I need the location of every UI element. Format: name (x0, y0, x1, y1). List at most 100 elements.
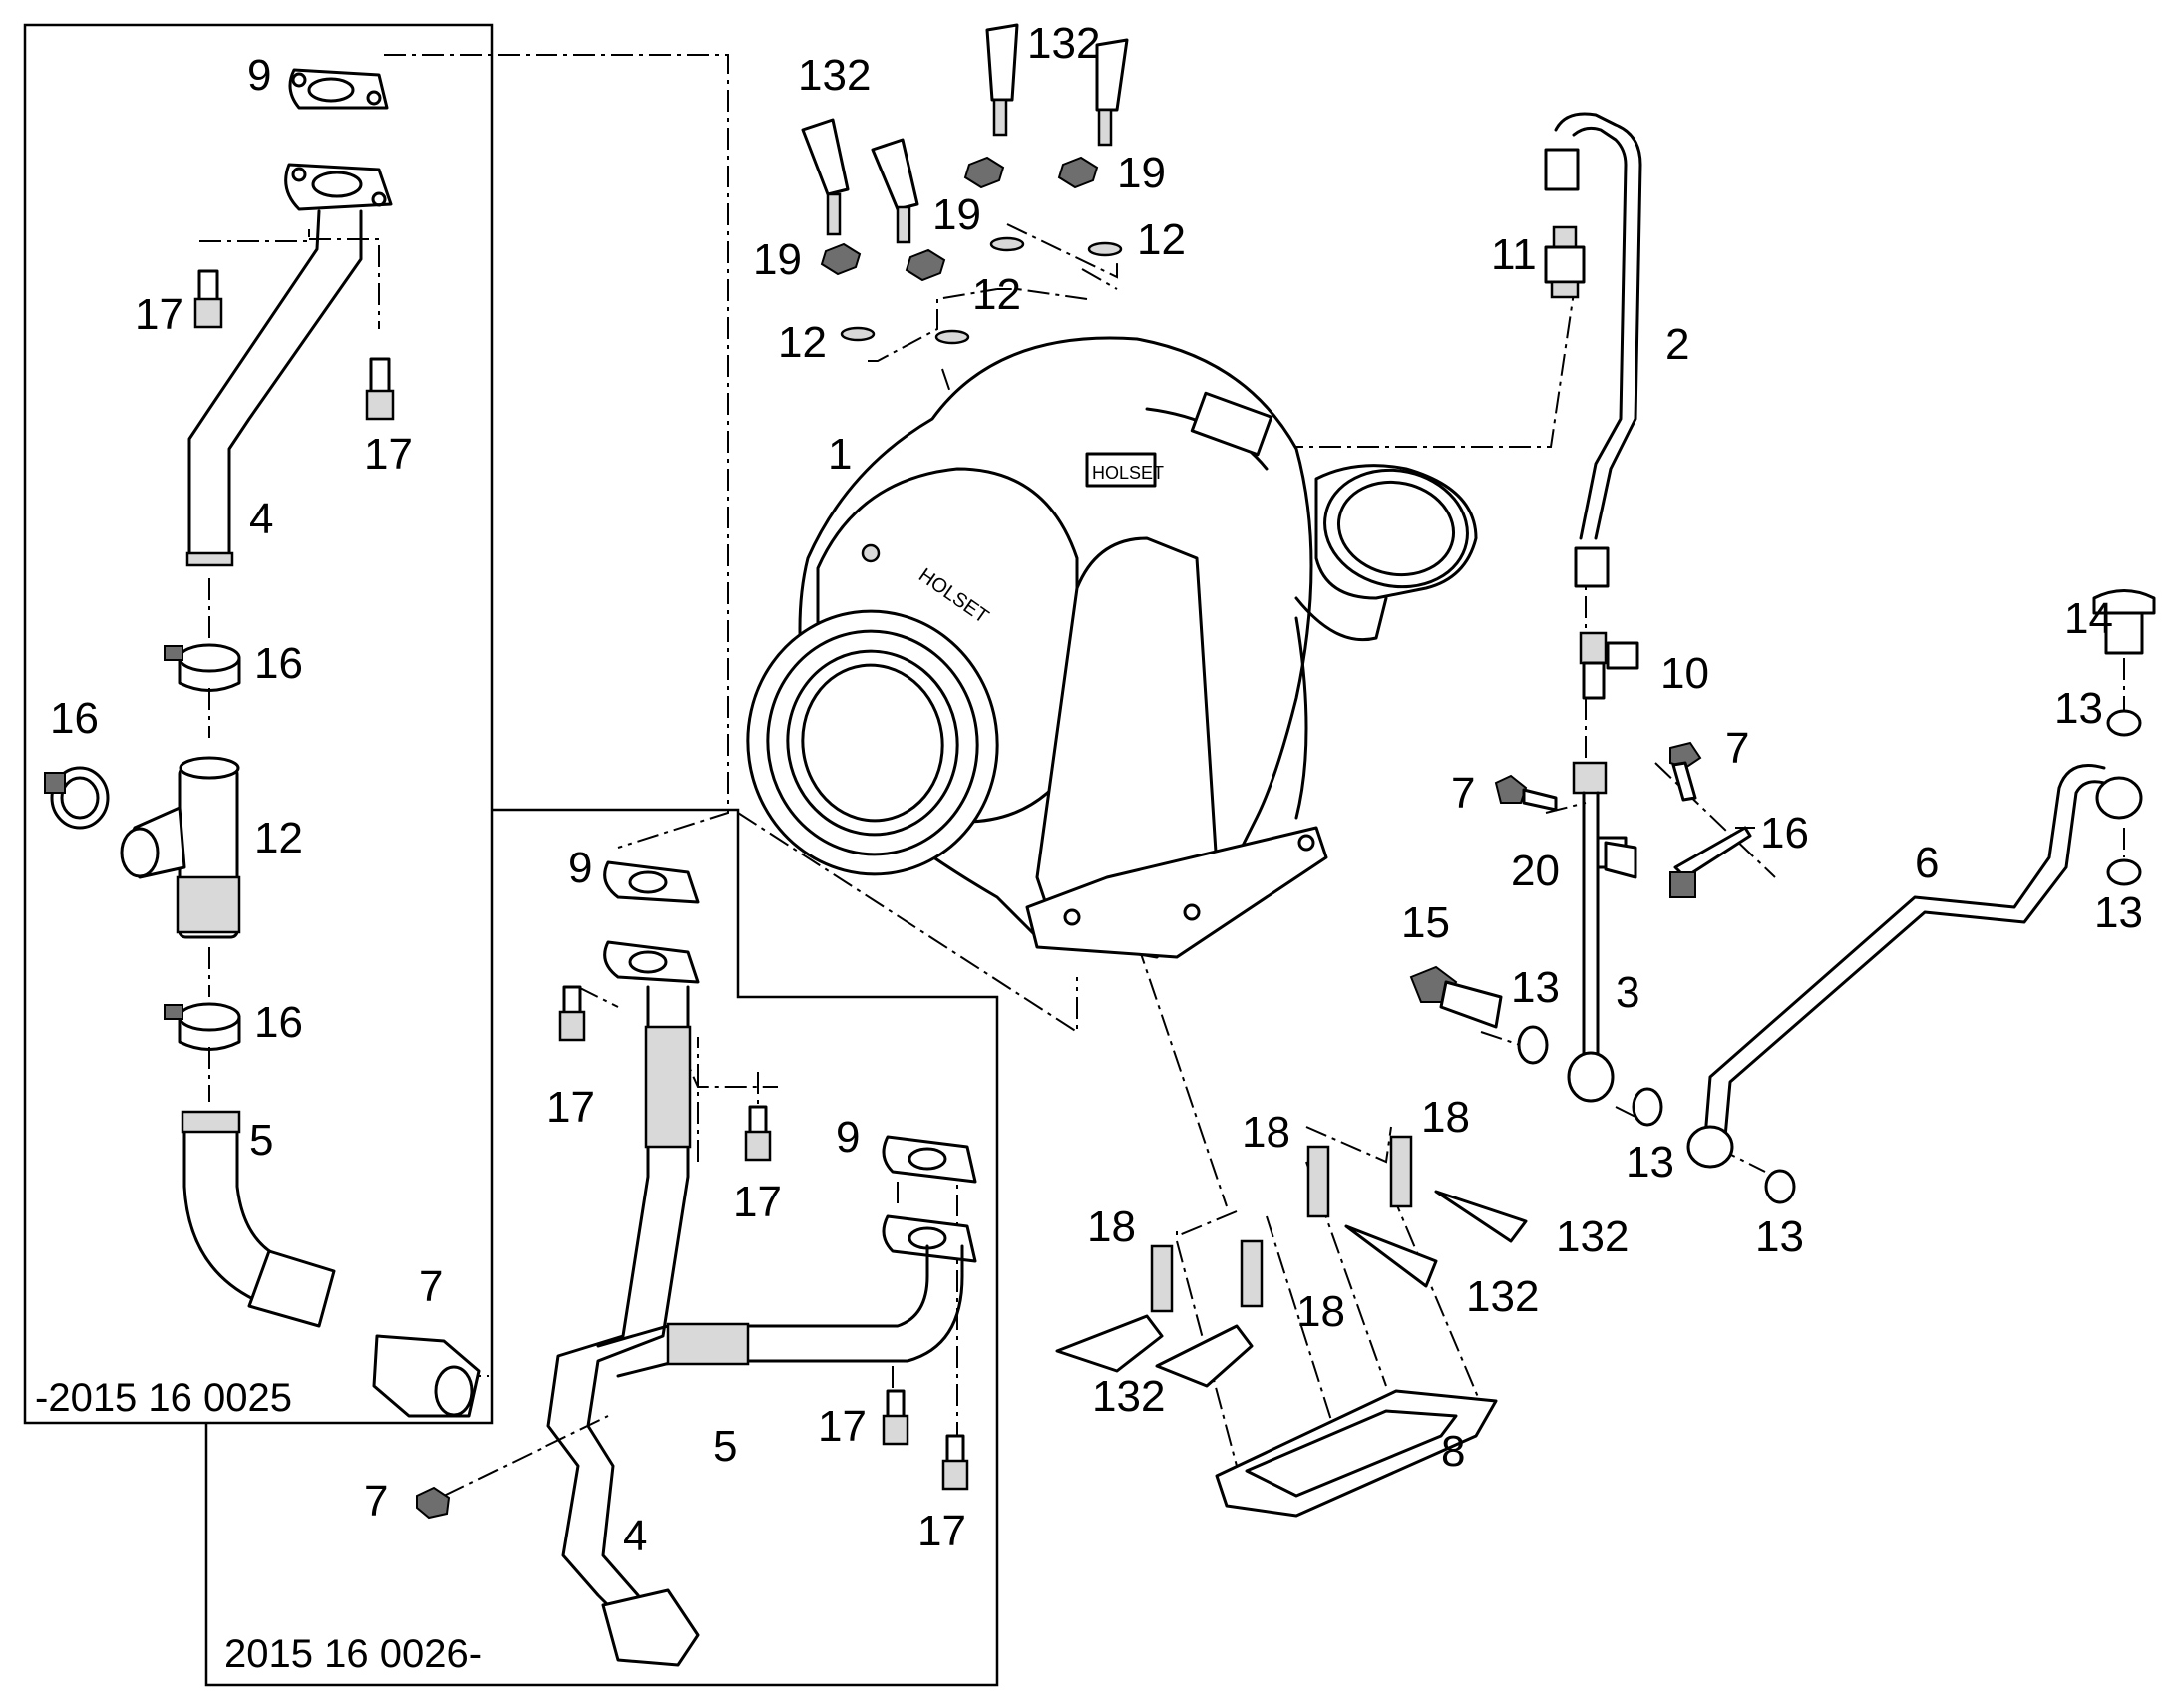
callout-4-left: 4 (249, 495, 273, 543)
nut-19-top-b (905, 248, 946, 282)
callout-9-bottom-b: 9 (836, 1113, 860, 1162)
callout-18-c: 18 (1087, 1202, 1136, 1251)
banjo-bolt-15 (1409, 965, 1503, 1029)
gasket-9-bottom-b (882, 1135, 977, 1184)
nut-19-top-c (963, 156, 1005, 189)
nut-19-top-a (820, 242, 862, 276)
fitting-11 (1544, 225, 1586, 299)
bolt-7-right-a (1494, 774, 1558, 812)
stud-18-b (1240, 1239, 1264, 1308)
callout-labels: 9 17 17 4 16 16 12 16 5 7 -2015 16 0025 … (35, 19, 2143, 1676)
callout-16-left-side: 16 (50, 694, 99, 743)
callout-7-left: 7 (419, 1262, 443, 1311)
callout-17-left-a: 17 (135, 290, 183, 339)
callout-12-left: 12 (254, 814, 303, 862)
adapter-7-left (372, 1334, 481, 1418)
callout-18-a: 18 (1242, 1108, 1290, 1157)
callout-132-d: 132 (1466, 1272, 1539, 1321)
callout-7-right-b: 7 (1725, 724, 1749, 773)
stud-132-top-a (801, 118, 850, 236)
banjo-bolt-14 (2092, 589, 2156, 655)
callout-3: 3 (1616, 968, 1639, 1017)
y-connector-12-left (120, 756, 241, 939)
sealant-132-bottom-a (1055, 1314, 1164, 1373)
callout-13-d: 13 (2054, 684, 2103, 733)
hose-5-bottom (596, 1244, 964, 1378)
oil-feed-pipe-2 (1544, 112, 1642, 588)
callout-16-left-a: 16 (254, 639, 303, 688)
callout-12-a: 12 (1137, 215, 1186, 264)
callout-19-b: 19 (932, 190, 981, 239)
bolt-17-left-b (365, 357, 395, 421)
seal-ring-13-a (1517, 1025, 1549, 1065)
callout-19-c: 19 (1117, 149, 1166, 197)
callout-13-c: 13 (1755, 1212, 1804, 1261)
oil-drain-pipe-4-left (185, 163, 393, 567)
hose-clamp-16-left-side (44, 766, 110, 830)
callout-6: 6 (1915, 839, 1939, 887)
callout-2: 2 (1665, 320, 1689, 369)
callout-18-b: 18 (1421, 1093, 1470, 1142)
washer-12-b (934, 329, 970, 345)
callout-18-d: 18 (1296, 1287, 1345, 1336)
callout-12-b: 12 (972, 270, 1021, 319)
bolt-17-bottom-a (558, 985, 586, 1042)
gasket-8 (1215, 1389, 1498, 1518)
seal-ring-13-e (2106, 858, 2142, 886)
bolt-7-bottom (416, 1486, 451, 1520)
variant-frame-bottom (204, 808, 999, 1687)
stud-132-top-d (1095, 38, 1129, 147)
seal-ring-13-c (1764, 1169, 1796, 1204)
tee-fitting-10 (1579, 631, 1639, 700)
washer-12-c (989, 236, 1025, 252)
callout-132-c: 132 (1556, 1212, 1629, 1261)
elbow-pipe-5-left (181, 1110, 336, 1328)
callout-7-bottom: 7 (364, 1477, 388, 1526)
bolt-17-bottom-c (882, 1389, 909, 1446)
clamp-16-right (1669, 826, 1752, 898)
gasket-9-bottom-a (603, 860, 700, 904)
callout-14: 14 (2064, 594, 2113, 643)
callout-17-bottom-c: 17 (818, 1402, 867, 1451)
callout-16-left-b: 16 (254, 998, 303, 1047)
bolt-17-bottom-d (941, 1434, 969, 1491)
callout-4-bottom: 4 (623, 1512, 647, 1560)
callout-16-right: 16 (1760, 809, 1809, 857)
callout-1: 1 (828, 430, 852, 479)
seal-ring-13-d (2106, 709, 2142, 737)
callout-9-left: 9 (247, 51, 271, 100)
callout-7-right-a: 7 (1451, 769, 1475, 818)
variant-code-left: -2015 16 0025 (35, 1376, 292, 1420)
bolt-7-right-b (1669, 741, 1702, 802)
flange-bottom-a (603, 940, 700, 984)
bracket-20 (1604, 841, 1637, 879)
callout-13-a: 13 (1511, 963, 1560, 1012)
hose-clamp-16-left-b (164, 1002, 241, 1051)
nut-19-top-d (1057, 156, 1099, 189)
callout-10: 10 (1660, 649, 1709, 698)
stud-18-c (1306, 1145, 1330, 1218)
hose-clamp-16-left-a (164, 643, 241, 692)
seal-ring-13-b (1632, 1087, 1663, 1127)
callout-9-bottom-a: 9 (568, 844, 592, 892)
callout-20: 20 (1511, 847, 1560, 895)
callout-17-bottom-a: 17 (546, 1083, 595, 1132)
callout-17-bottom-d: 17 (917, 1507, 966, 1555)
callout-13-b: 13 (1626, 1138, 1674, 1187)
callout-17-bottom-b: 17 (733, 1178, 782, 1226)
oil-return-pipe-6 (1686, 764, 2143, 1169)
oil-drain-pipe-4-bottom (546, 985, 700, 1667)
callout-19-a: 19 (753, 235, 802, 284)
stud-132-top-c (985, 23, 1019, 137)
bolt-17-bottom-b (744, 1105, 772, 1162)
callout-12-c: 12 (778, 318, 827, 367)
callout-13-e: 13 (2094, 888, 2143, 937)
callout-132-b: 132 (1027, 19, 1100, 68)
sealant-132-bottom-b (1155, 1324, 1254, 1388)
sealant-132-bottom-c (1344, 1224, 1438, 1288)
callout-5-bottom: 5 (713, 1422, 737, 1471)
stud-132-top-b (871, 138, 919, 244)
washer-12-d (1087, 241, 1123, 257)
callout-132-a: 132 (798, 51, 871, 100)
